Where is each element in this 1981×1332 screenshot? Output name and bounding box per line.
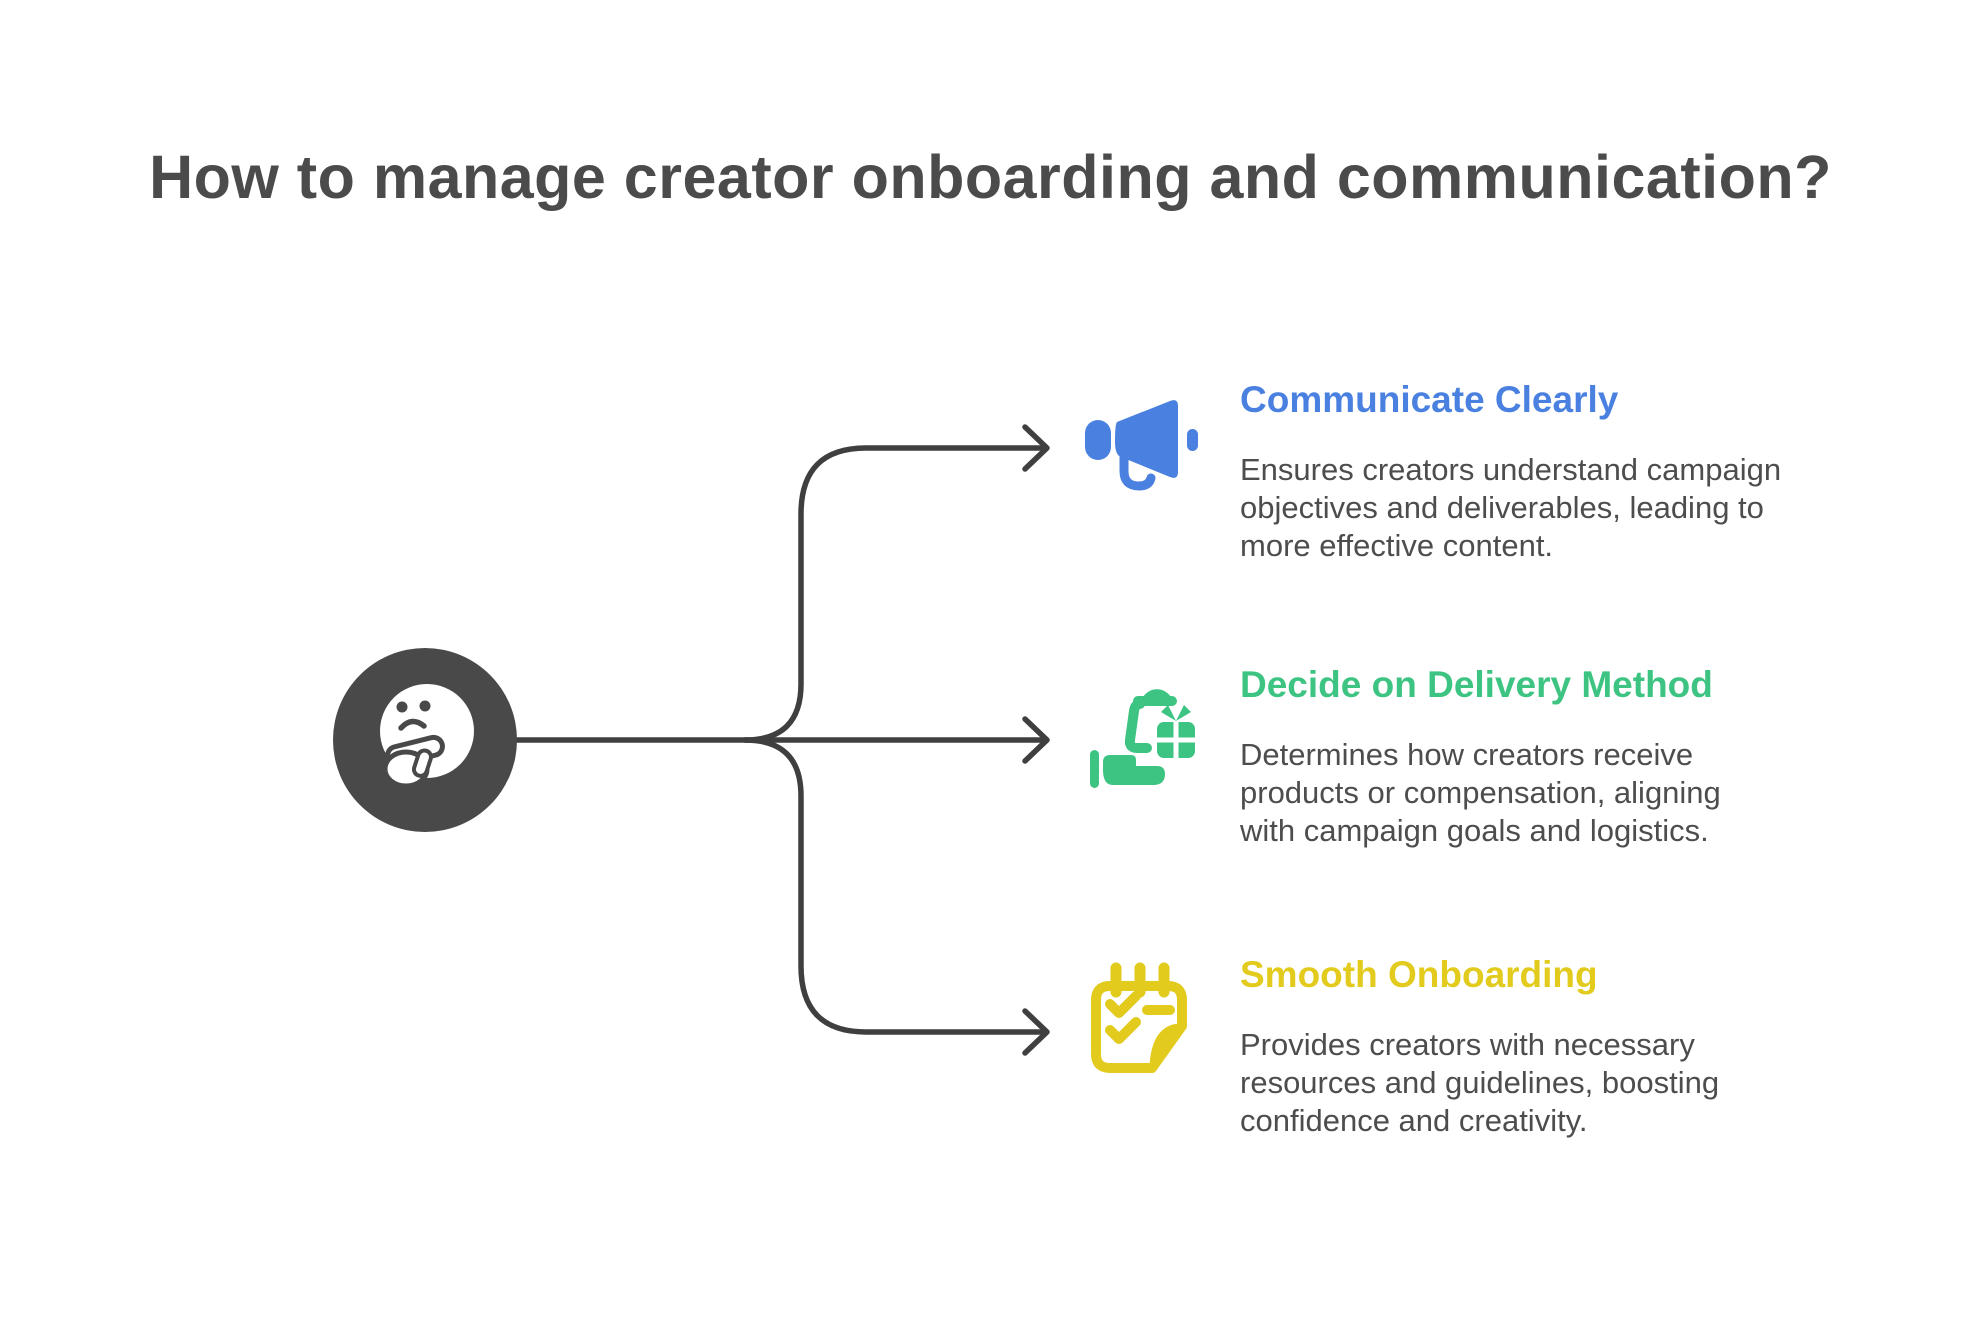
page-title: How to manage creator onboarding and com…	[149, 143, 1832, 211]
checklist-icon	[1091, 962, 1187, 1073]
step-description: Provides creators with necessary resourc…	[1240, 1027, 1720, 1138]
gift-delivery-icon	[1090, 689, 1195, 788]
step-smooth-onboarding: Smooth Onboarding Provides creators with…	[1240, 953, 1930, 1140]
step-communicate-clearly: Communicate Clearly Ensures creators und…	[1240, 378, 1930, 565]
arrowhead-top	[1022, 424, 1050, 472]
thinking-face-icon	[333, 648, 517, 832]
step-heading: Decide on Delivery Method	[1240, 664, 1713, 705]
arrowhead-bottom	[1022, 1008, 1050, 1056]
branch-bottom	[742, 737, 1049, 1035]
megaphone-icon	[1085, 400, 1198, 491]
step-delivery-method: Decide on Delivery Method Determines how…	[1240, 663, 1930, 850]
step-heading: Smooth Onboarding	[1240, 954, 1598, 995]
step-heading: Communicate Clearly	[1240, 379, 1619, 420]
branch-top	[742, 445, 1049, 743]
arrowhead-middle	[1022, 716, 1050, 764]
step-description: Determines how creators receive products…	[1240, 737, 1721, 848]
step-description: Ensures creators understand campaign obj…	[1240, 452, 1782, 563]
